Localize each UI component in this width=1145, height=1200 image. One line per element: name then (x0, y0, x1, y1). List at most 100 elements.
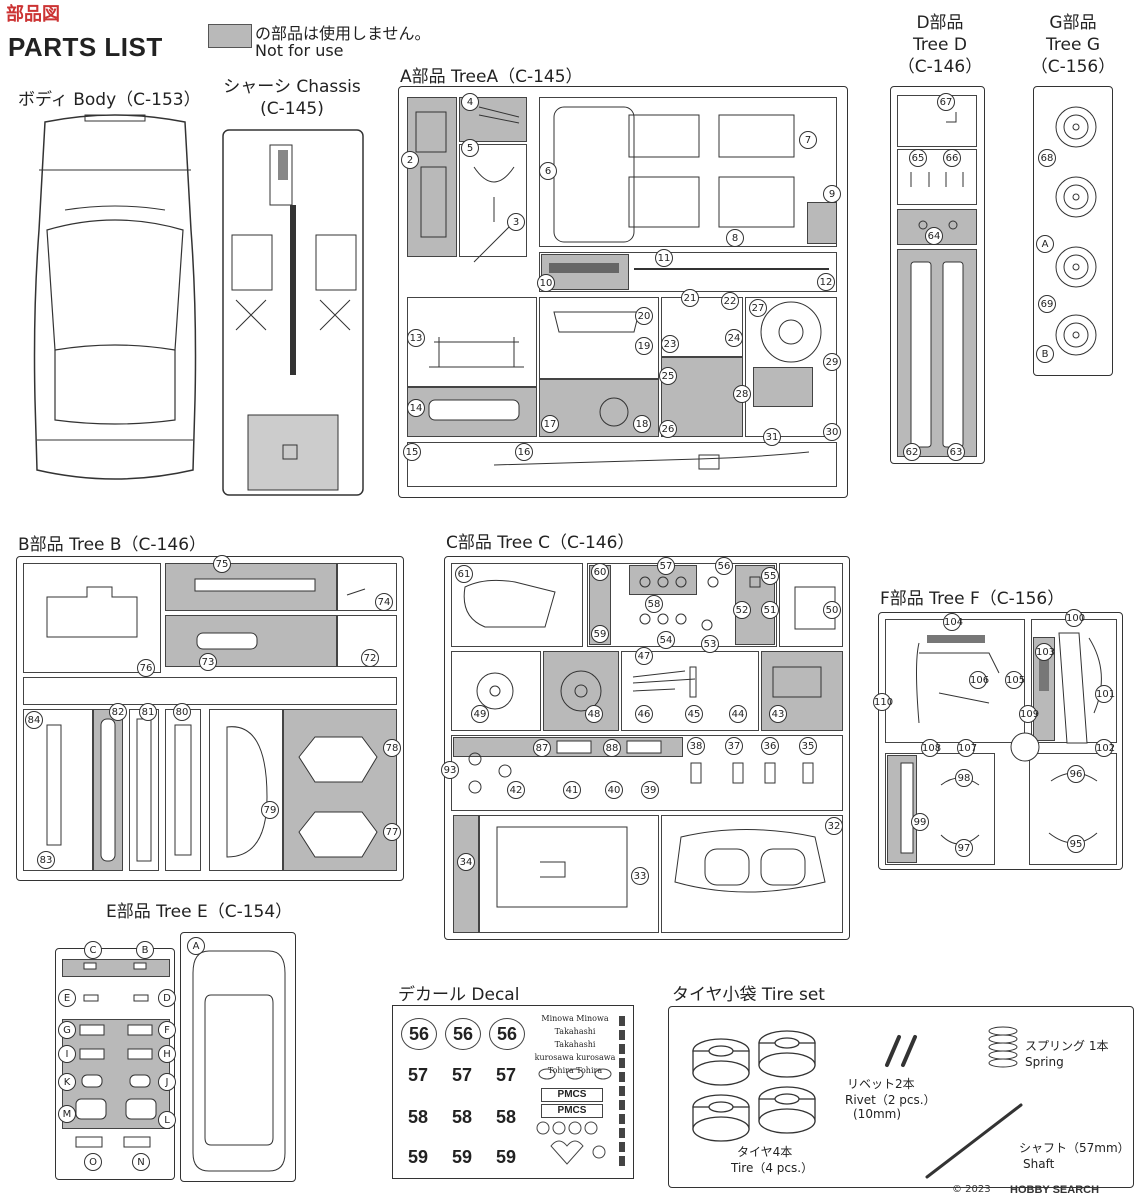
treeF-num-108: 108 (921, 739, 941, 757)
treeC-num-46: 46 (635, 705, 653, 723)
treeC-num-87: 87 (533, 739, 551, 757)
tireset-drawing (692, 1026, 1023, 1179)
decal-num-57-a: 57 (407, 1065, 429, 1085)
treeF-num-109: 109 (1019, 705, 1039, 723)
treeA-num-27: 27 (749, 299, 767, 317)
treeA-num-5: 5 (461, 139, 479, 157)
treeB-cell-73 (165, 615, 337, 667)
treeC-num-38: 38 (687, 737, 705, 755)
treeD-num-64: 64 (925, 227, 943, 245)
chassis-title-line2: (C-145) (260, 99, 324, 119)
treeB-num-75: 75 (213, 555, 231, 573)
treeA-num-10: 10 (537, 274, 555, 292)
decal-sheet: 56 56 56 57 57 57 58 58 58 59 59 59 Mino… (392, 1005, 634, 1179)
tire-label-jp: タイヤ4本 (737, 1145, 793, 1159)
treeE-left-frame: C B E D G F I H K J M L O N (55, 941, 176, 1180)
treeA-cell-2 (407, 97, 457, 257)
treeF-num-110: 110 (873, 693, 893, 711)
treeD-title-l1: D部品 (916, 13, 964, 33)
treeG-num-A: A (1036, 235, 1054, 253)
treeA-parts-drawing (415, 106, 829, 470)
treeD-num-66: 66 (943, 149, 961, 167)
decal-num-58-a: 58 (407, 1107, 429, 1127)
treeC-num-55: 55 (761, 567, 779, 585)
decal-name-minowa: Minowa Minowa (541, 1014, 609, 1023)
treeG-num-68: 68 (1038, 149, 1056, 167)
treeB-num-79: 79 (261, 801, 279, 819)
chassis-drawing (222, 129, 364, 496)
treeE-num-B: B (136, 941, 154, 959)
treeB-num-84: 84 (25, 711, 43, 729)
treeF-num-96: 96 (1067, 765, 1085, 783)
treeD-frame: 67 65 66 64 62 63 (890, 86, 985, 464)
treeB-num-82: 82 (109, 703, 127, 721)
treeF-num-99: 99 (911, 813, 929, 831)
treeC-num-40: 40 (605, 781, 623, 799)
watermark-copyright: © 2023 (952, 1184, 991, 1195)
treeB-num-83: 83 (37, 851, 55, 869)
treeA-num-3: 3 (507, 213, 525, 231)
treeA-title: A部品 TreeA（C-145） (400, 67, 583, 87)
treeD-num-67: 67 (937, 93, 955, 111)
decal-num-57-b: 57 (451, 1065, 473, 1085)
treeC-num-93: 93 (441, 761, 459, 779)
unused-legend-en: Not for use (255, 41, 344, 60)
decal-numbers-panel: 56 56 56 57 57 57 58 58 58 59 59 59 (397, 1010, 527, 1174)
treeE-num-I: I (58, 1045, 76, 1063)
treeF-num-97: 97 (955, 839, 973, 857)
treeE-num-H: H (158, 1045, 176, 1063)
treeA-num-24: 24 (725, 329, 743, 347)
treeC-num-36: 36 (761, 737, 779, 755)
treeC-num-54: 54 (657, 631, 675, 649)
treeA-cell-28 (753, 367, 813, 407)
rivet-label-jp: リベット2本 (847, 1077, 915, 1091)
unused-legend-jp: の部品は使用しません。 (255, 24, 431, 43)
treeB-cell-76 (23, 563, 161, 673)
chassis-title-line1: シャーシ Chassis (223, 77, 361, 97)
treeB-num-80: 80 (173, 703, 191, 721)
treeG-title-l3: （C-156） (1030, 57, 1116, 77)
treeE-num-C: C (84, 941, 102, 959)
treeC-title: C部品 Tree C（C-146） (446, 533, 635, 553)
treeE-num-J: J (158, 1073, 176, 1091)
treeA-num-28: 28 (733, 385, 751, 403)
treeB-num-73: 73 (199, 653, 217, 671)
treeB-num-74: 74 (375, 593, 393, 611)
treeC-cell-33 (479, 815, 659, 933)
treeC-num-49: 49 (471, 705, 489, 723)
treeA-num-25: 25 (659, 367, 677, 385)
treeA-num-8: 8 (726, 229, 744, 247)
treeE-title: E部品 Tree E（C-154） (106, 902, 293, 922)
treeF-frame: 104 100 103 110 106 105 101 109 108 107 … (873, 609, 1123, 870)
treeC-num-34: 34 (457, 853, 475, 871)
rivet-label-mm: (10mm) (853, 1107, 902, 1121)
treeF-num-105: 105 (1005, 671, 1025, 689)
treeC-num-32: 32 (825, 817, 843, 835)
treeG-num-69: 69 (1038, 295, 1056, 313)
treeF-num-101: 101 (1095, 685, 1115, 703)
treeA-num-4: 4 (461, 93, 479, 111)
treeA-num-7: 7 (799, 131, 817, 149)
tire-label-en: Tire（4 pcs.） (731, 1161, 814, 1175)
shaft-label-en: Shaft (1023, 1157, 1055, 1171)
treeC-num-61: 61 (455, 565, 473, 583)
decal-name-kurosawa: kurosawa kurosawa (534, 1053, 616, 1062)
treeB-title: B部品 Tree B（C-146） (18, 535, 207, 555)
treeC-num-47: 47 (635, 647, 653, 665)
treeF-title: F部品 Tree F（C-156） (880, 589, 1065, 609)
treeE-num-F: F (158, 1021, 176, 1039)
treeG-wheels-drawing (1055, 106, 1097, 356)
treeF-num-106: 106 (969, 671, 989, 689)
treeB-num-78: 78 (383, 739, 401, 757)
treeB-num-72: 72 (361, 649, 379, 667)
treeF-parts-drawing (900, 632, 1102, 854)
treeC-num-51: 51 (761, 601, 779, 619)
treeC-num-57: 57 (657, 557, 675, 575)
decal-name-takahashi: Takahashi Takahashi (554, 1027, 596, 1049)
treeE-num-E: E (58, 989, 76, 1007)
treeA-num-11: 11 (655, 249, 673, 267)
treeF-num-103: 103 (1035, 643, 1055, 661)
treeC-num-37: 37 (725, 737, 743, 755)
treeB-frame: 75 74 72 73 76 84 82 81 80 78 79 77 83 (16, 555, 404, 881)
treeA-cell-3 (459, 144, 527, 257)
